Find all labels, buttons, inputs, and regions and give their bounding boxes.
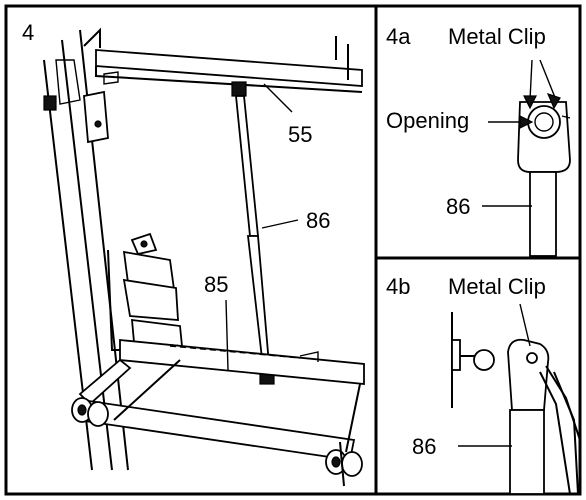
detail-a-opening-arrowhead (519, 115, 534, 129)
detail-a-step: 4a (386, 24, 411, 49)
motor-side-panel (107, 249, 122, 351)
detail-b-ball-stud (473, 349, 495, 371)
detail-a-shock-label: 86 (446, 194, 470, 219)
detail-a-shock-body (529, 171, 557, 257)
base-right-tab (299, 351, 319, 362)
detail-b-clip-arm-outer (545, 365, 581, 441)
detail-b-shock-label: 86 (412, 434, 436, 459)
leader-86-main (261, 219, 299, 229)
upright-top-bracket (55, 59, 81, 105)
shock-cylinder (235, 95, 259, 237)
side-bracket-bolt (94, 120, 102, 128)
right-foot-stem (339, 441, 345, 487)
main-panel: 4 (22, 20, 365, 487)
detail-a-opening-label: Opening (386, 108, 469, 133)
detail-b-clip-leader (519, 303, 531, 347)
detail-b-step: 4b (386, 274, 410, 299)
side-bracket (83, 90, 109, 144)
detail-a-clip-leader-left (529, 59, 533, 101)
motor-hood-lower (122, 278, 179, 321)
shock-top-mount (231, 81, 247, 97)
wheel-right-inner (341, 451, 363, 477)
base-inner-rail (113, 359, 181, 421)
crossbar-left-bracket (103, 71, 119, 85)
upright-edge-inner (61, 39, 113, 471)
detail-b-shock-body (509, 409, 545, 495)
crossbar-top-face (95, 49, 363, 87)
base-left-rail (78, 358, 132, 406)
crossbar-55 (83, 27, 363, 93)
base-wheels (71, 397, 363, 487)
wheel-left-hub (77, 404, 87, 416)
detail-a-clip-leader-right (539, 59, 557, 101)
upright-knob (43, 95, 57, 111)
detail-b-fitting (507, 338, 550, 411)
leader-85 (225, 299, 229, 371)
detail-4a-panel: 4a Metal Clip Opening 86 (386, 24, 571, 257)
detail-a-clip-arrowhead-right (546, 93, 561, 110)
main-step-number: 4 (22, 20, 34, 45)
wheel-right-hub (331, 456, 341, 468)
panel-frames (4, 4, 582, 496)
detail-b-clip-arm-back (553, 371, 579, 495)
crossbar-left-cap (83, 27, 101, 48)
leader-55 (263, 83, 293, 113)
wheel-left-inner (87, 401, 109, 427)
motor-housing (107, 232, 184, 351)
detail-b-clip-ring (526, 352, 538, 364)
label-55: 55 (288, 122, 312, 147)
detail-b-clip-label: Metal Clip (448, 274, 546, 299)
base-rear-bar (119, 339, 365, 385)
base-frame-85 (76, 339, 365, 462)
base-front-bar (76, 398, 356, 462)
base-hidden-line (169, 345, 301, 359)
detail-a-clip-arrowhead-left (523, 95, 537, 110)
detail-a-opening-hole (534, 112, 554, 132)
detail-b-clip-arm-inner (539, 371, 571, 495)
detail-b-plate-block (451, 339, 461, 371)
outer-frame (4, 4, 582, 496)
base-right-rail (345, 383, 361, 453)
crossbar-lower-edge (95, 66, 363, 93)
detail-a-clip-tab (561, 115, 571, 119)
shock-86 (231, 81, 275, 385)
detail-a-clip-label: Metal Clip (448, 24, 546, 49)
label-86-main: 86 (306, 208, 330, 233)
label-85: 85 (204, 272, 228, 297)
latch-bolt (140, 240, 148, 248)
main-callouts: 55 86 85 (204, 83, 330, 371)
detail-4b-panel: 4b Metal Clip 86 (386, 274, 581, 495)
